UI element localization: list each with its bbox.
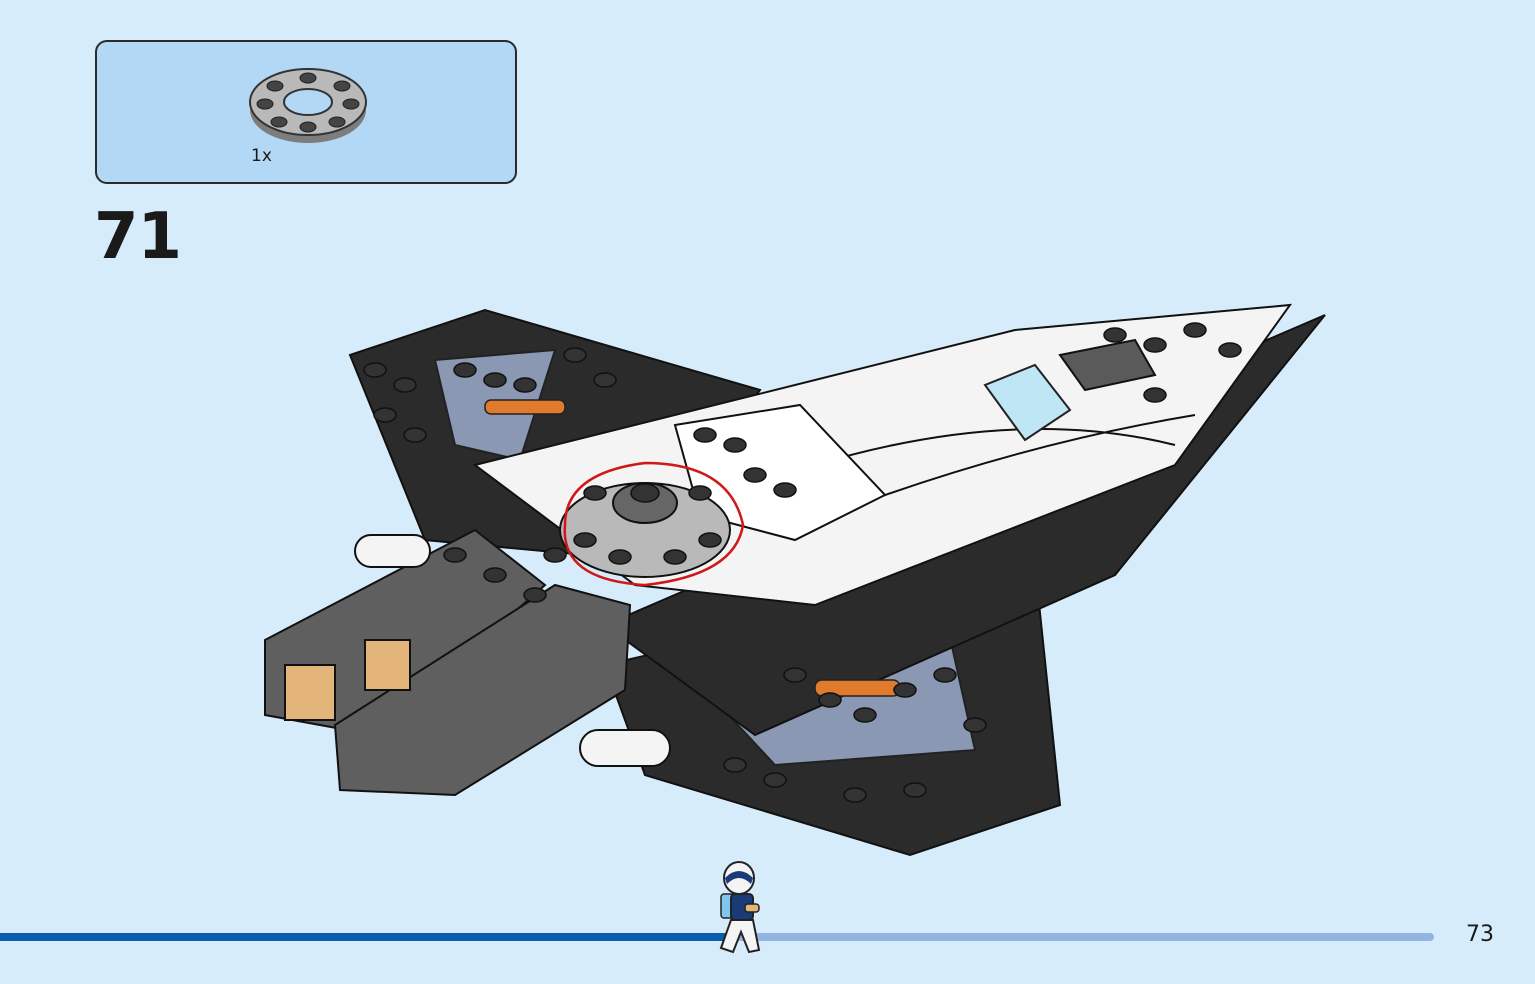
fuselage-curve — [814, 428, 1176, 466]
orange-detail-rear — [484, 399, 566, 415]
astronaut-minifig-icon — [719, 861, 761, 954]
engine-exhaust-right — [364, 639, 411, 691]
highlight-outline — [563, 461, 745, 587]
parts-callout: 1x — [95, 40, 517, 184]
progress-bar-completed — [0, 933, 731, 941]
engine-exhaust-left — [284, 664, 336, 721]
studs — [363, 322, 1242, 803]
engine-right — [333, 583, 632, 797]
progress-bar-remaining — [731, 933, 1434, 941]
round-plate-with-hole-icon — [249, 68, 367, 143]
cockpit-canopy — [983, 363, 1072, 442]
part-quantity: 1x — [251, 146, 272, 166]
step-number: 71 — [94, 200, 182, 274]
side-tube-lower — [579, 729, 671, 767]
cockpit-seat — [1058, 338, 1157, 392]
page-number: 73 — [1466, 922, 1494, 947]
spaceship-model-illustration — [264, 303, 1326, 857]
side-tube-upper — [354, 534, 431, 568]
